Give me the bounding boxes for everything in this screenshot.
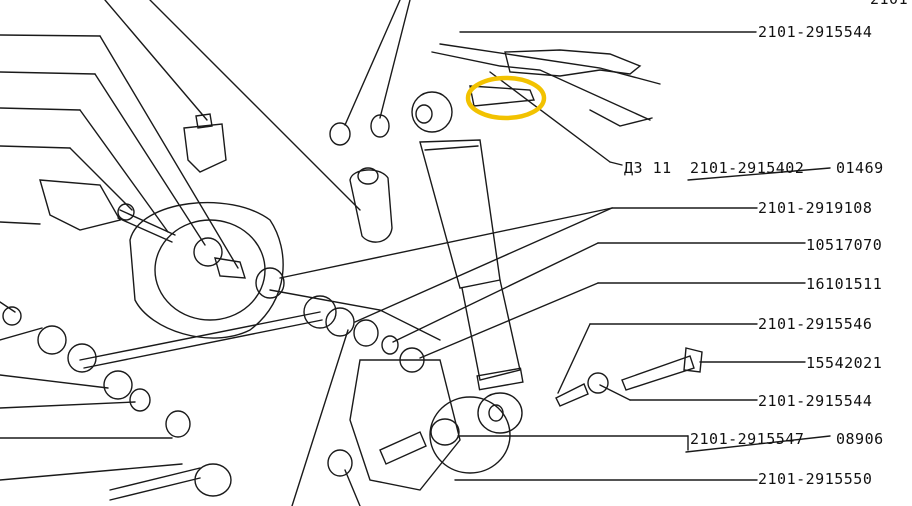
part-label-01469: 01469 [836, 159, 884, 177]
top-fragment-label: 2101 [870, 0, 908, 8]
part-label-15542021: 15542021 [806, 354, 883, 372]
part-label-16101511: 16101511 [806, 275, 883, 293]
part-label-2101-2915546: 2101-2915546 [758, 315, 873, 333]
bump-stops [183, 113, 393, 243]
trailing-rod [79, 311, 323, 501]
left-leader-lines [0, 0, 361, 481]
part-label-2101-2919108: 2101-2919108 [758, 199, 873, 217]
part-label-2101-2915547: 2101-2915547 [690, 430, 805, 448]
part-label-10517070: 10517070 [806, 236, 883, 254]
highlight-ellipse [465, 75, 547, 121]
small-parts [0, 114, 703, 477]
strikeout-line-1 [687, 167, 831, 181]
part-label-2101-2915550: 2101-2915550 [758, 470, 873, 488]
part-label-08906: 08906 [836, 430, 884, 448]
axle-housing [39, 179, 511, 491]
part-label-d3-11: Д3 11 [624, 159, 672, 177]
part-label-2101-2915402: 2101-2915402 [690, 159, 805, 177]
part-label-2101-2915544-bottom: 2101-2915544 [758, 392, 873, 410]
right-leader-lines [279, 0, 806, 506]
shock-absorber [411, 85, 535, 434]
body-bracket [431, 43, 661, 127]
part-label-2101-2915544-top: 2101-2915544 [758, 23, 873, 41]
strikeout-line-2 [685, 435, 831, 453]
